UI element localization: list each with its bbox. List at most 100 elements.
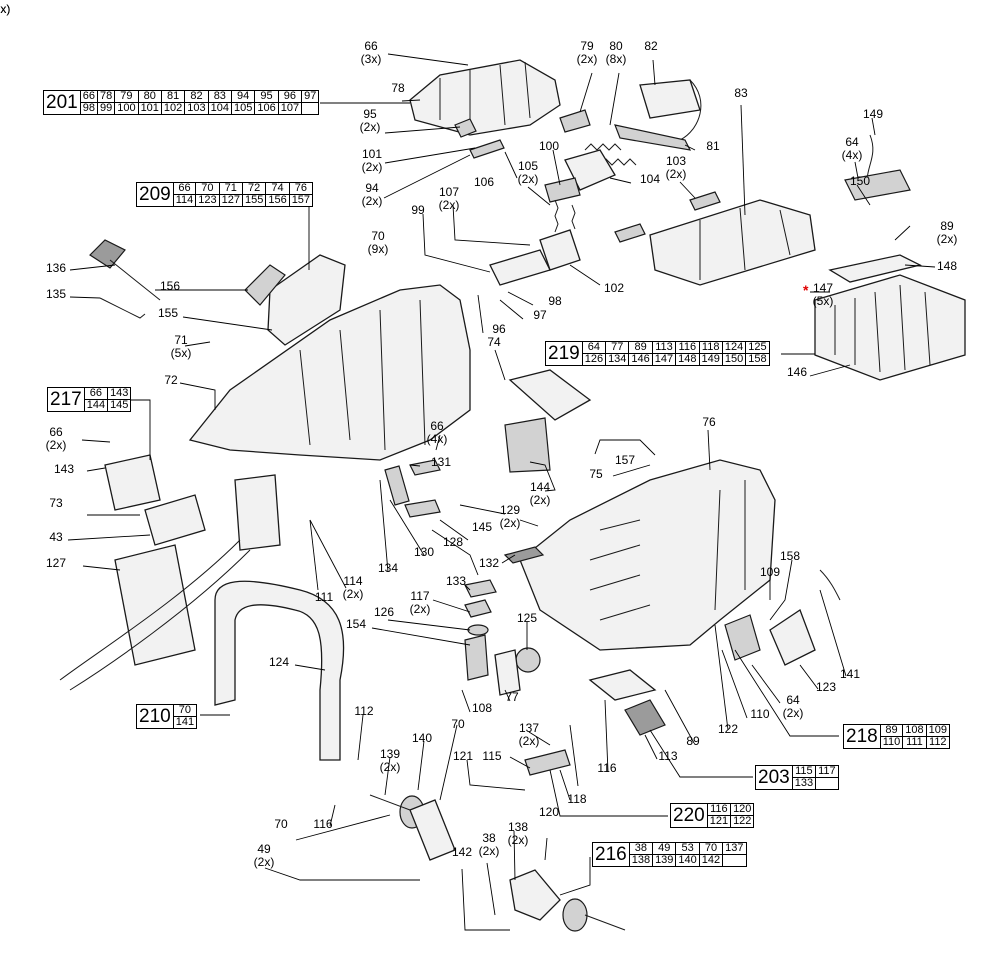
callout-number: 145 <box>472 520 492 534</box>
group-id: 218 <box>843 724 881 749</box>
callout-number: 148 <box>937 259 957 273</box>
callout-64: 64(2x) <box>783 693 804 720</box>
callout-number: 104 <box>640 172 660 186</box>
callout-quantity: (2x) <box>479 844 500 858</box>
callout-134: 134 <box>378 561 398 575</box>
callout-number: 89 <box>686 734 700 748</box>
group-member: 83 <box>207 90 233 103</box>
callout-quantity: (8x) <box>606 52 627 66</box>
callout-number: 77 <box>505 690 519 704</box>
group-member: 81 <box>160 90 186 103</box>
callout-101: 101(2x) <box>362 147 383 174</box>
callout-72: 72 <box>164 373 178 387</box>
callout-148: 148 <box>937 259 957 273</box>
callout-64: 64(4x) <box>842 135 863 162</box>
group-member: 102 <box>160 102 186 115</box>
callout-143: 143 <box>54 462 74 476</box>
callout-number: 101 <box>362 147 382 161</box>
callout-number: 43 <box>49 530 63 544</box>
callout-126: 126 <box>374 605 394 619</box>
callout-97: 97 <box>533 308 547 322</box>
callout-number: 108 <box>472 701 492 715</box>
group-member: 38 <box>628 842 654 855</box>
group-member: 101 <box>137 102 162 115</box>
callout-number: 135 <box>46 287 66 301</box>
group-member: 82 <box>184 90 209 103</box>
callout-quantity: (4x) <box>427 432 448 446</box>
callout-111: 111 <box>315 590 334 604</box>
callout-number: 134 <box>378 561 398 575</box>
group-member: 149 <box>698 353 723 366</box>
group-member: 117 <box>815 765 839 778</box>
group-member <box>301 102 320 115</box>
callout-131: 131 <box>431 455 451 469</box>
callout-107: 107(2x) <box>439 185 460 212</box>
callout-quantity: (9x) <box>368 242 389 256</box>
callout-quantity: (2x) <box>343 587 364 601</box>
group-member: 121 <box>706 815 732 828</box>
callout-number: 102 <box>604 281 624 295</box>
group-member: 66 <box>172 182 197 195</box>
group-member: 70 <box>195 182 220 195</box>
callout-103: 103(2x) <box>666 154 687 181</box>
callout-98: 98 <box>548 294 562 308</box>
callout-number: 75 <box>589 467 603 481</box>
callout-156: 156 <box>160 279 180 293</box>
callout-labels: 66(3x)7879(2x)80(8x)8295(2x)101(2x)94(2x… <box>0 0 957 869</box>
callout-number: 157 <box>615 453 635 467</box>
callout-105: 105(2x) <box>518 159 539 186</box>
callout-number: 136 <box>46 261 66 275</box>
callout-number: 139 <box>380 747 400 761</box>
callout-number: 138 <box>508 820 528 834</box>
callout-number: 113 <box>658 749 677 763</box>
callout-70: 70 <box>274 817 288 831</box>
group-member: 118 <box>698 341 723 354</box>
callout-number: 110 <box>750 707 769 721</box>
leader-lines <box>67 53 936 931</box>
callout-quantity: (2x) <box>508 833 529 847</box>
callout-138: 138(2x) <box>508 820 529 847</box>
group-member: 95 <box>254 90 279 103</box>
callout-70: 70(9x) <box>368 229 389 256</box>
group-member: 94 <box>230 90 256 103</box>
callout-number: 140 <box>412 731 432 745</box>
callout-157: 157 <box>615 453 635 467</box>
callout-number: 137 <box>519 721 539 735</box>
callout-number: 70 <box>371 229 385 243</box>
callout-102: 102 <box>604 281 624 295</box>
callout-number: 133 <box>446 574 466 588</box>
callout-quantity: (2x) <box>783 706 804 720</box>
group-member: 53 <box>675 842 700 855</box>
group-member: 64 <box>581 341 607 354</box>
callout-number: 53 <box>0 0 7 3</box>
group-member: 109 <box>925 724 950 737</box>
group-member: 140 <box>675 854 700 867</box>
callout-142: 142 <box>452 845 472 859</box>
group-member: 144 <box>83 399 109 412</box>
group-member <box>815 777 839 790</box>
callout-number: 38 <box>482 831 496 845</box>
callout-number: 123 <box>816 680 836 694</box>
callout-number: 100 <box>539 139 559 153</box>
callout-117: 117(2x) <box>410 589 431 616</box>
group-member: 142 <box>698 854 724 867</box>
callout-number: 111 <box>315 590 334 604</box>
group-member: 110 <box>879 736 904 749</box>
callout-number: 64 <box>845 135 859 149</box>
group-member: 158 <box>745 353 770 366</box>
group-member: 89 <box>879 724 904 737</box>
callout-99: 99 <box>411 203 425 217</box>
callout-73: 73 <box>49 496 63 510</box>
callout-number: 144 <box>530 480 550 494</box>
group-member: 123 <box>195 194 220 207</box>
callout-number: 155 <box>158 306 178 320</box>
group-member: 124 <box>721 341 747 354</box>
callout-number: 64 <box>786 693 800 707</box>
callout-75: 75 <box>589 467 603 481</box>
group-member: 157 <box>288 194 314 207</box>
callout-number: 78 <box>391 81 405 95</box>
